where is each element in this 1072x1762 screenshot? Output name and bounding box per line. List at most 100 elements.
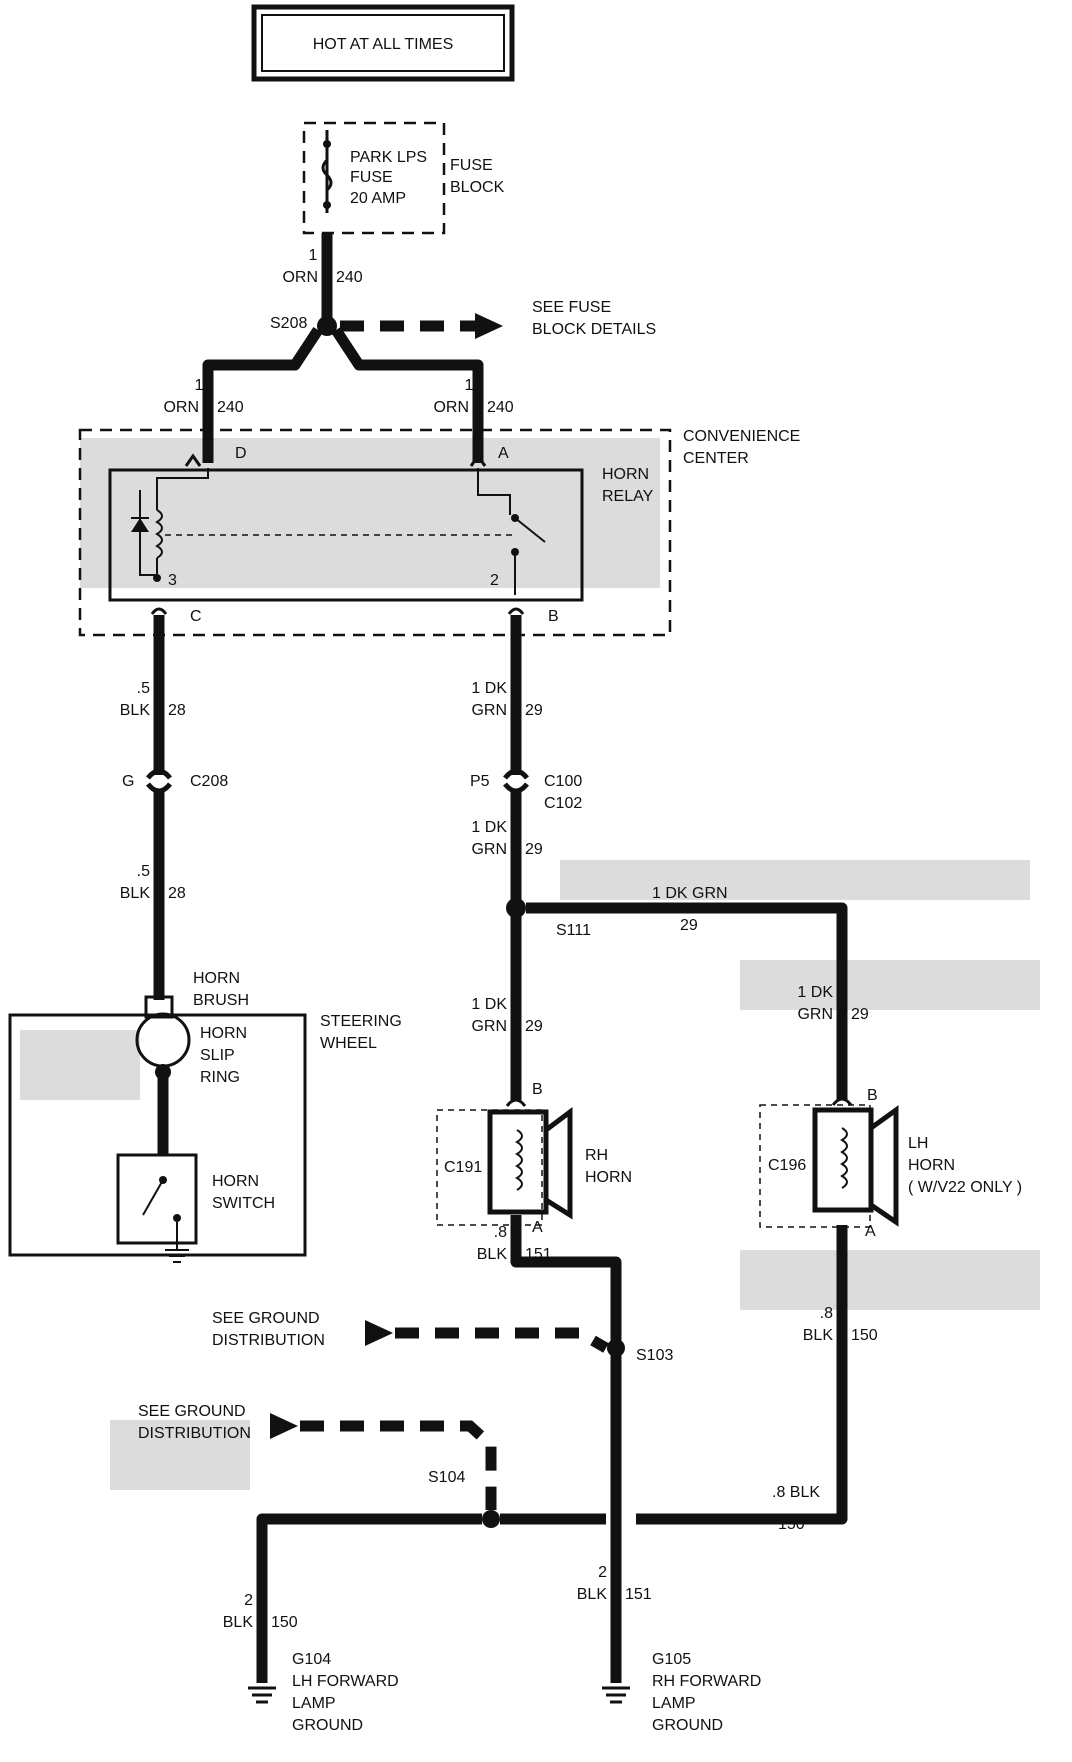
ground-g105: G105 RH FORWARD LAMP GROUND [602,1651,761,1734]
lh-wire-gauge: 1 DK [797,984,833,1001]
s104-label: S104 [428,1469,465,1486]
d-wire-gauge: 1 [195,377,204,394]
slip-ring-label-3: RING [200,1069,240,1086]
fuse-block: PARK LPS FUSE 20 AMP FUSE BLOCK [302,121,505,235]
g105-label-4: GROUND [652,1717,723,1734]
fuse-block-label-2: BLOCK [450,179,505,196]
diode-icon [131,518,149,532]
right-mid-color: GRN [471,841,507,858]
horn-brush-label-2: BRUSH [193,992,249,1009]
scan-speckle [20,438,1040,1490]
left-top-color: BLK [120,702,151,719]
left-bottom-color: BLK [120,885,151,902]
lh-horn-label-3: ( W/V22 ONLY ) [908,1179,1022,1196]
fuse-icon [321,158,333,192]
horn-switch-label-2: SWITCH [212,1195,275,1212]
terminal-c: C [190,608,202,625]
a-wire-gauge: 1 [465,377,474,394]
wire-label-gauge: 1 [309,247,318,264]
g105-label-1: G105 [652,1651,691,1668]
lh-horn-label-2: HORN [908,1157,955,1174]
rh-ground-gauge: .8 [494,1224,507,1241]
right-mid-circuit: 29 [525,841,543,858]
s208-ref-2: BLOCK DETAILS [532,321,656,338]
relay-coil-icon [155,509,163,559]
ground-g104: G104 LH FORWARD LAMP GROUND [248,1651,399,1734]
title-label: HOT AT ALL TIMES [313,36,454,53]
s104-right-label: .8 BLK [772,1484,820,1501]
left-bottom-circuit: 28 [168,885,186,902]
arrow-right-icon [270,1413,298,1439]
s104-ref-1: SEE GROUND [138,1403,246,1420]
connector-c208: G C208 [122,768,228,794]
rh-horn-term-b: B [532,1081,543,1098]
c208-pin: G [122,773,134,790]
splice-s111: S111 1 DK GRN 29 [506,885,848,1100]
horn-relay: 3 2 HORN RELAY [108,453,654,602]
rh-wire-gauge: 1 DK [471,996,507,1013]
right-mid-gauge: 1 DK [471,819,507,836]
wire-s104-to-g104 [256,1513,482,1683]
left-top-circuit: 28 [168,702,186,719]
g104-label-2: LH FORWARD [292,1673,399,1690]
slip-ring-label-2: SLIP [200,1047,235,1064]
rh-ground-color: BLK [477,1246,508,1263]
rh-horn-label-2: HORN [585,1169,632,1186]
g105-wire-gauge: 2 [598,1564,607,1581]
steering-wheel-label-1: STEERING [320,1013,402,1030]
fuse-label-3: 20 AMP [350,190,406,207]
g104-label-4: GROUND [292,1717,363,1734]
s111-branch-circuit: 29 [680,917,698,934]
g104-label-1: G104 [292,1651,331,1668]
g104-wire-gauge: 2 [244,1592,253,1609]
slip-ring-icon [135,1012,191,1068]
steering-wheel-label-2: WHEEL [320,1035,377,1052]
rh-horn-label-1: RH [585,1147,608,1164]
splice-s104: SEE GROUND DISTRIBUTION S104 .8 BLK 150 [138,1403,820,1533]
wire-s208-to-a [331,326,484,463]
lh-wire-circuit: 29 [851,1006,869,1023]
right-top-color: GRN [471,702,507,719]
horn-switch: HORN SWITCH [116,1153,275,1263]
s104-ref-2: DISTRIBUTION [138,1425,251,1442]
g105-label-3: LAMP [652,1695,696,1712]
splice-s208: S208 SEE FUSE BLOCK DETAILS [270,299,656,339]
s208-label: S208 [270,315,307,332]
c100-label-1: C100 [544,773,582,790]
lh-horn-term-a: A [865,1223,876,1240]
fuse-block-label-1: FUSE [450,157,493,174]
switch-contact-icon [142,1179,164,1216]
rh-horn-connector: C191 [444,1159,482,1176]
rh-wire-color: GRN [471,1018,507,1035]
arrow-right-icon [365,1320,393,1346]
wire-rh-horn-ground [510,1215,622,1683]
s103-label: S103 [636,1347,673,1364]
horn-brush: HORN BRUSH HORN SLIP RING [135,970,249,1086]
relay-pin-3: 3 [168,572,177,589]
convenience-center-label-2: CENTER [683,450,749,467]
d-wire-circuit: 240 [217,399,244,416]
horn-relay-label-2: RELAY [602,488,654,505]
terminal-a: A [498,445,509,462]
horn-icon [544,1107,573,1220]
fuse-label-2: FUSE [350,169,393,186]
wire-label-circuit: 240 [336,269,363,286]
lh-horn-label-1: LH [908,1135,928,1152]
hot-at-all-times-box: HOT AT ALL TIMES [251,4,515,82]
lh-horn-connector: C196 [768,1157,806,1174]
rh-ground-circuit: 151 [525,1246,552,1263]
g104-wire-circuit: 150 [271,1614,298,1631]
c100-pin: P5 [470,773,490,790]
a-wire-circuit: 240 [487,399,514,416]
a-wire-color: ORN [433,399,469,416]
left-top-gauge: .5 [137,680,150,697]
s103-ref-2: DISTRIBUTION [212,1332,325,1349]
fuse-label-1: PARK LPS [350,149,427,166]
s111-label: S111 [556,922,591,939]
s111-branch-label: 1 DK GRN [652,885,728,902]
left-bottom-gauge: .5 [137,863,150,880]
g104-wire-color: BLK [223,1614,254,1631]
ground-icon [602,1686,630,1704]
ground-icon [165,1249,189,1263]
